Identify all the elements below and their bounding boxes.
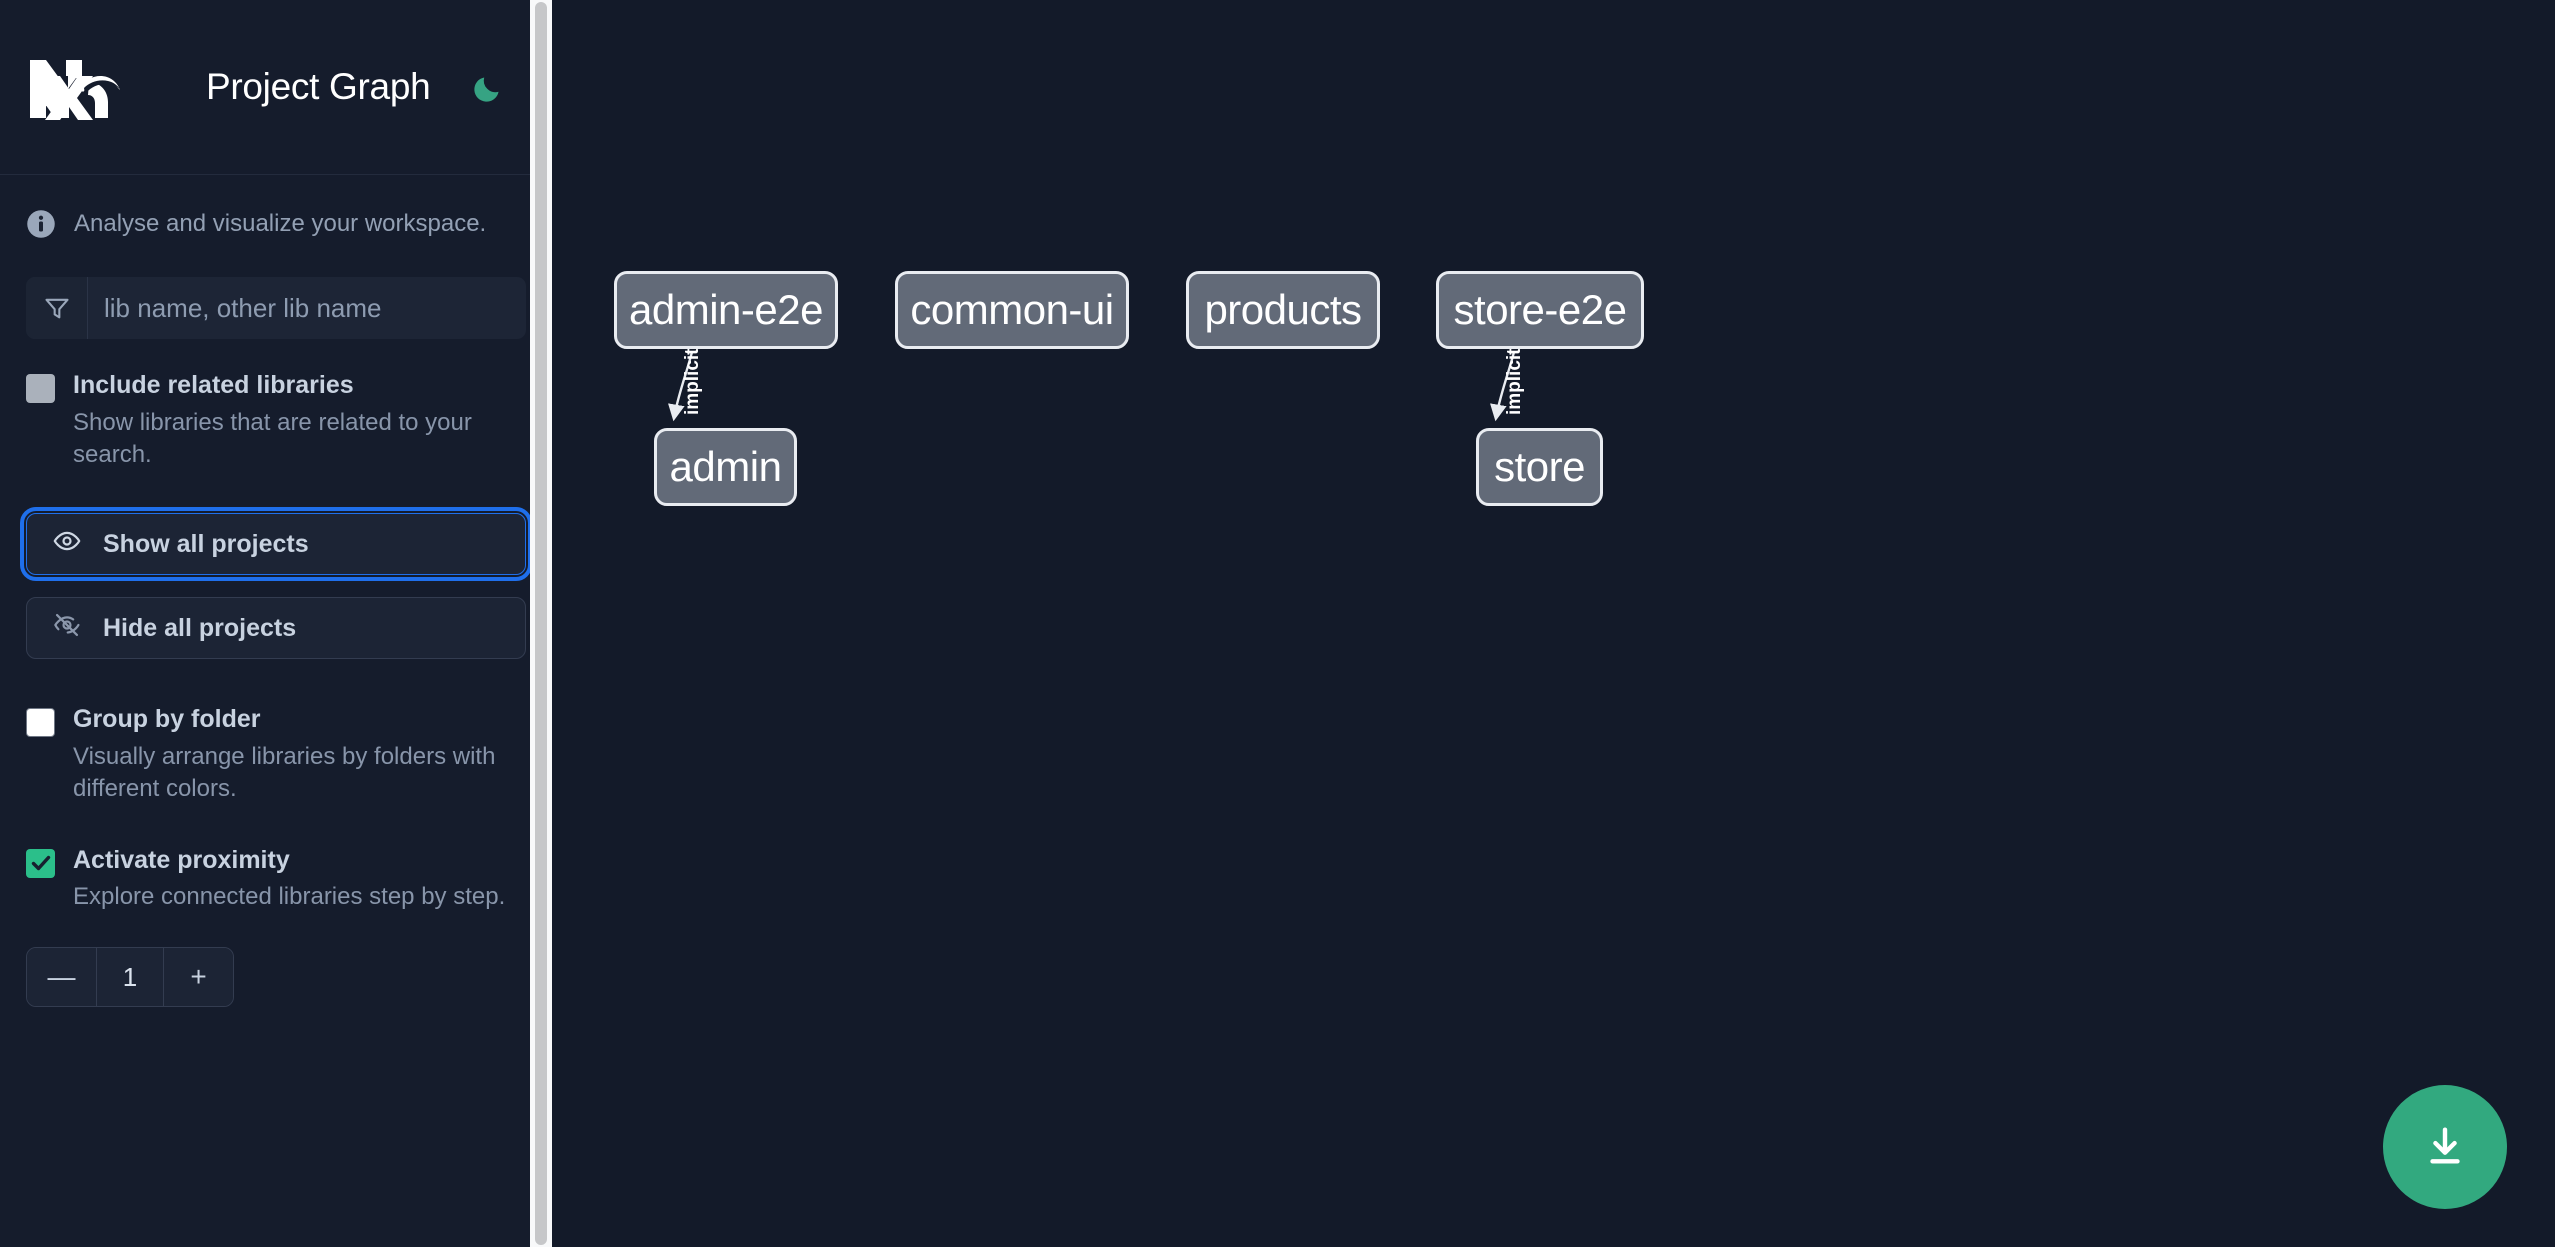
checkbox-include-related-libraries[interactable] xyxy=(26,374,55,403)
graph-node-store-e2e[interactable]: store-e2e xyxy=(1436,271,1644,349)
workspace-info: Analyse and visualize your workspace. xyxy=(0,175,552,269)
graph-canvas[interactable]: implicit implicit admin-e2e common-ui pr… xyxy=(552,0,2555,1247)
proximity-decrement-button[interactable]: — xyxy=(27,948,96,1007)
node-label: products xyxy=(1204,286,1362,333)
eye-icon xyxy=(53,527,81,562)
sidebar: Project Graph Analyse and visualize your… xyxy=(0,0,552,1247)
graph-edges xyxy=(668,351,1516,422)
sidebar-scrollbar[interactable] xyxy=(530,0,552,1247)
node-label: admin-e2e xyxy=(629,286,823,333)
sidebar-header: Project Graph xyxy=(0,0,552,175)
graph-node-store[interactable]: store xyxy=(1476,428,1603,506)
hide-all-projects-label: Hide all projects xyxy=(103,613,297,642)
option-description: Visually arrange libraries by folders wi… xyxy=(73,742,496,803)
download-image-button[interactable] xyxy=(2383,1085,2507,1209)
project-visibility-buttons: Show all projects Hide all projects xyxy=(20,507,532,660)
filter-icon xyxy=(26,277,88,339)
graph-node-products[interactable]: products xyxy=(1186,271,1380,349)
edge-label-store-e2e-to-store: implicit xyxy=(1504,348,1525,415)
hide-all-projects-button[interactable]: Hide all projects xyxy=(26,597,526,660)
eye-off-icon xyxy=(53,611,81,646)
page-title: Project Graph xyxy=(206,66,431,107)
moon-icon[interactable] xyxy=(466,64,512,110)
show-all-projects-label: Show all projects xyxy=(103,529,309,558)
show-all-projects-button[interactable]: Show all projects xyxy=(20,507,532,582)
edge-label-admin-e2e-to-admin: implicit xyxy=(682,348,703,415)
option-group-by-folder[interactable]: Group by folder Visually arrange librari… xyxy=(26,703,526,805)
sidebar-scrollbar-thumb[interactable] xyxy=(535,2,547,1245)
node-label: admin xyxy=(669,443,782,490)
option-description: Show libraries that are related to your … xyxy=(73,408,472,468)
option-description: Explore connected libraries step by step… xyxy=(73,883,506,911)
info-icon xyxy=(26,209,56,239)
proximity-value: 1 xyxy=(96,948,164,1007)
workspace-info-text: Analyse and visualize your workspace. xyxy=(74,210,487,237)
proximity-increment-button[interactable]: + xyxy=(164,948,233,1007)
graph-node-admin-e2e[interactable]: admin-e2e xyxy=(614,271,838,349)
node-label: store-e2e xyxy=(1453,286,1627,333)
graph-node-admin[interactable]: admin xyxy=(654,428,797,506)
node-label: store xyxy=(1494,443,1585,490)
nx-logo-icon xyxy=(26,52,122,122)
option-label: Activate proximity xyxy=(73,845,290,874)
download-icon xyxy=(2422,1123,2468,1172)
option-include-related-libraries[interactable]: Include related libraries Show libraries… xyxy=(26,369,526,471)
checkbox-activate-proximity[interactable] xyxy=(26,848,55,878)
graph-node-common-ui[interactable]: common-ui xyxy=(895,271,1129,349)
checkbox-group-by-folder[interactable] xyxy=(26,708,55,738)
option-activate-proximity[interactable]: Activate proximity Explore connected lib… xyxy=(26,844,526,914)
proximity-stepper[interactable]: — 1 + xyxy=(26,947,234,1008)
option-label: Include related libraries xyxy=(73,371,354,399)
sidebar-body: Include related libraries Show libraries… xyxy=(0,277,552,1008)
node-label: common-ui xyxy=(910,286,1114,333)
search-input[interactable] xyxy=(88,277,526,339)
option-label: Group by folder xyxy=(73,705,261,734)
search-box[interactable] xyxy=(26,277,526,339)
